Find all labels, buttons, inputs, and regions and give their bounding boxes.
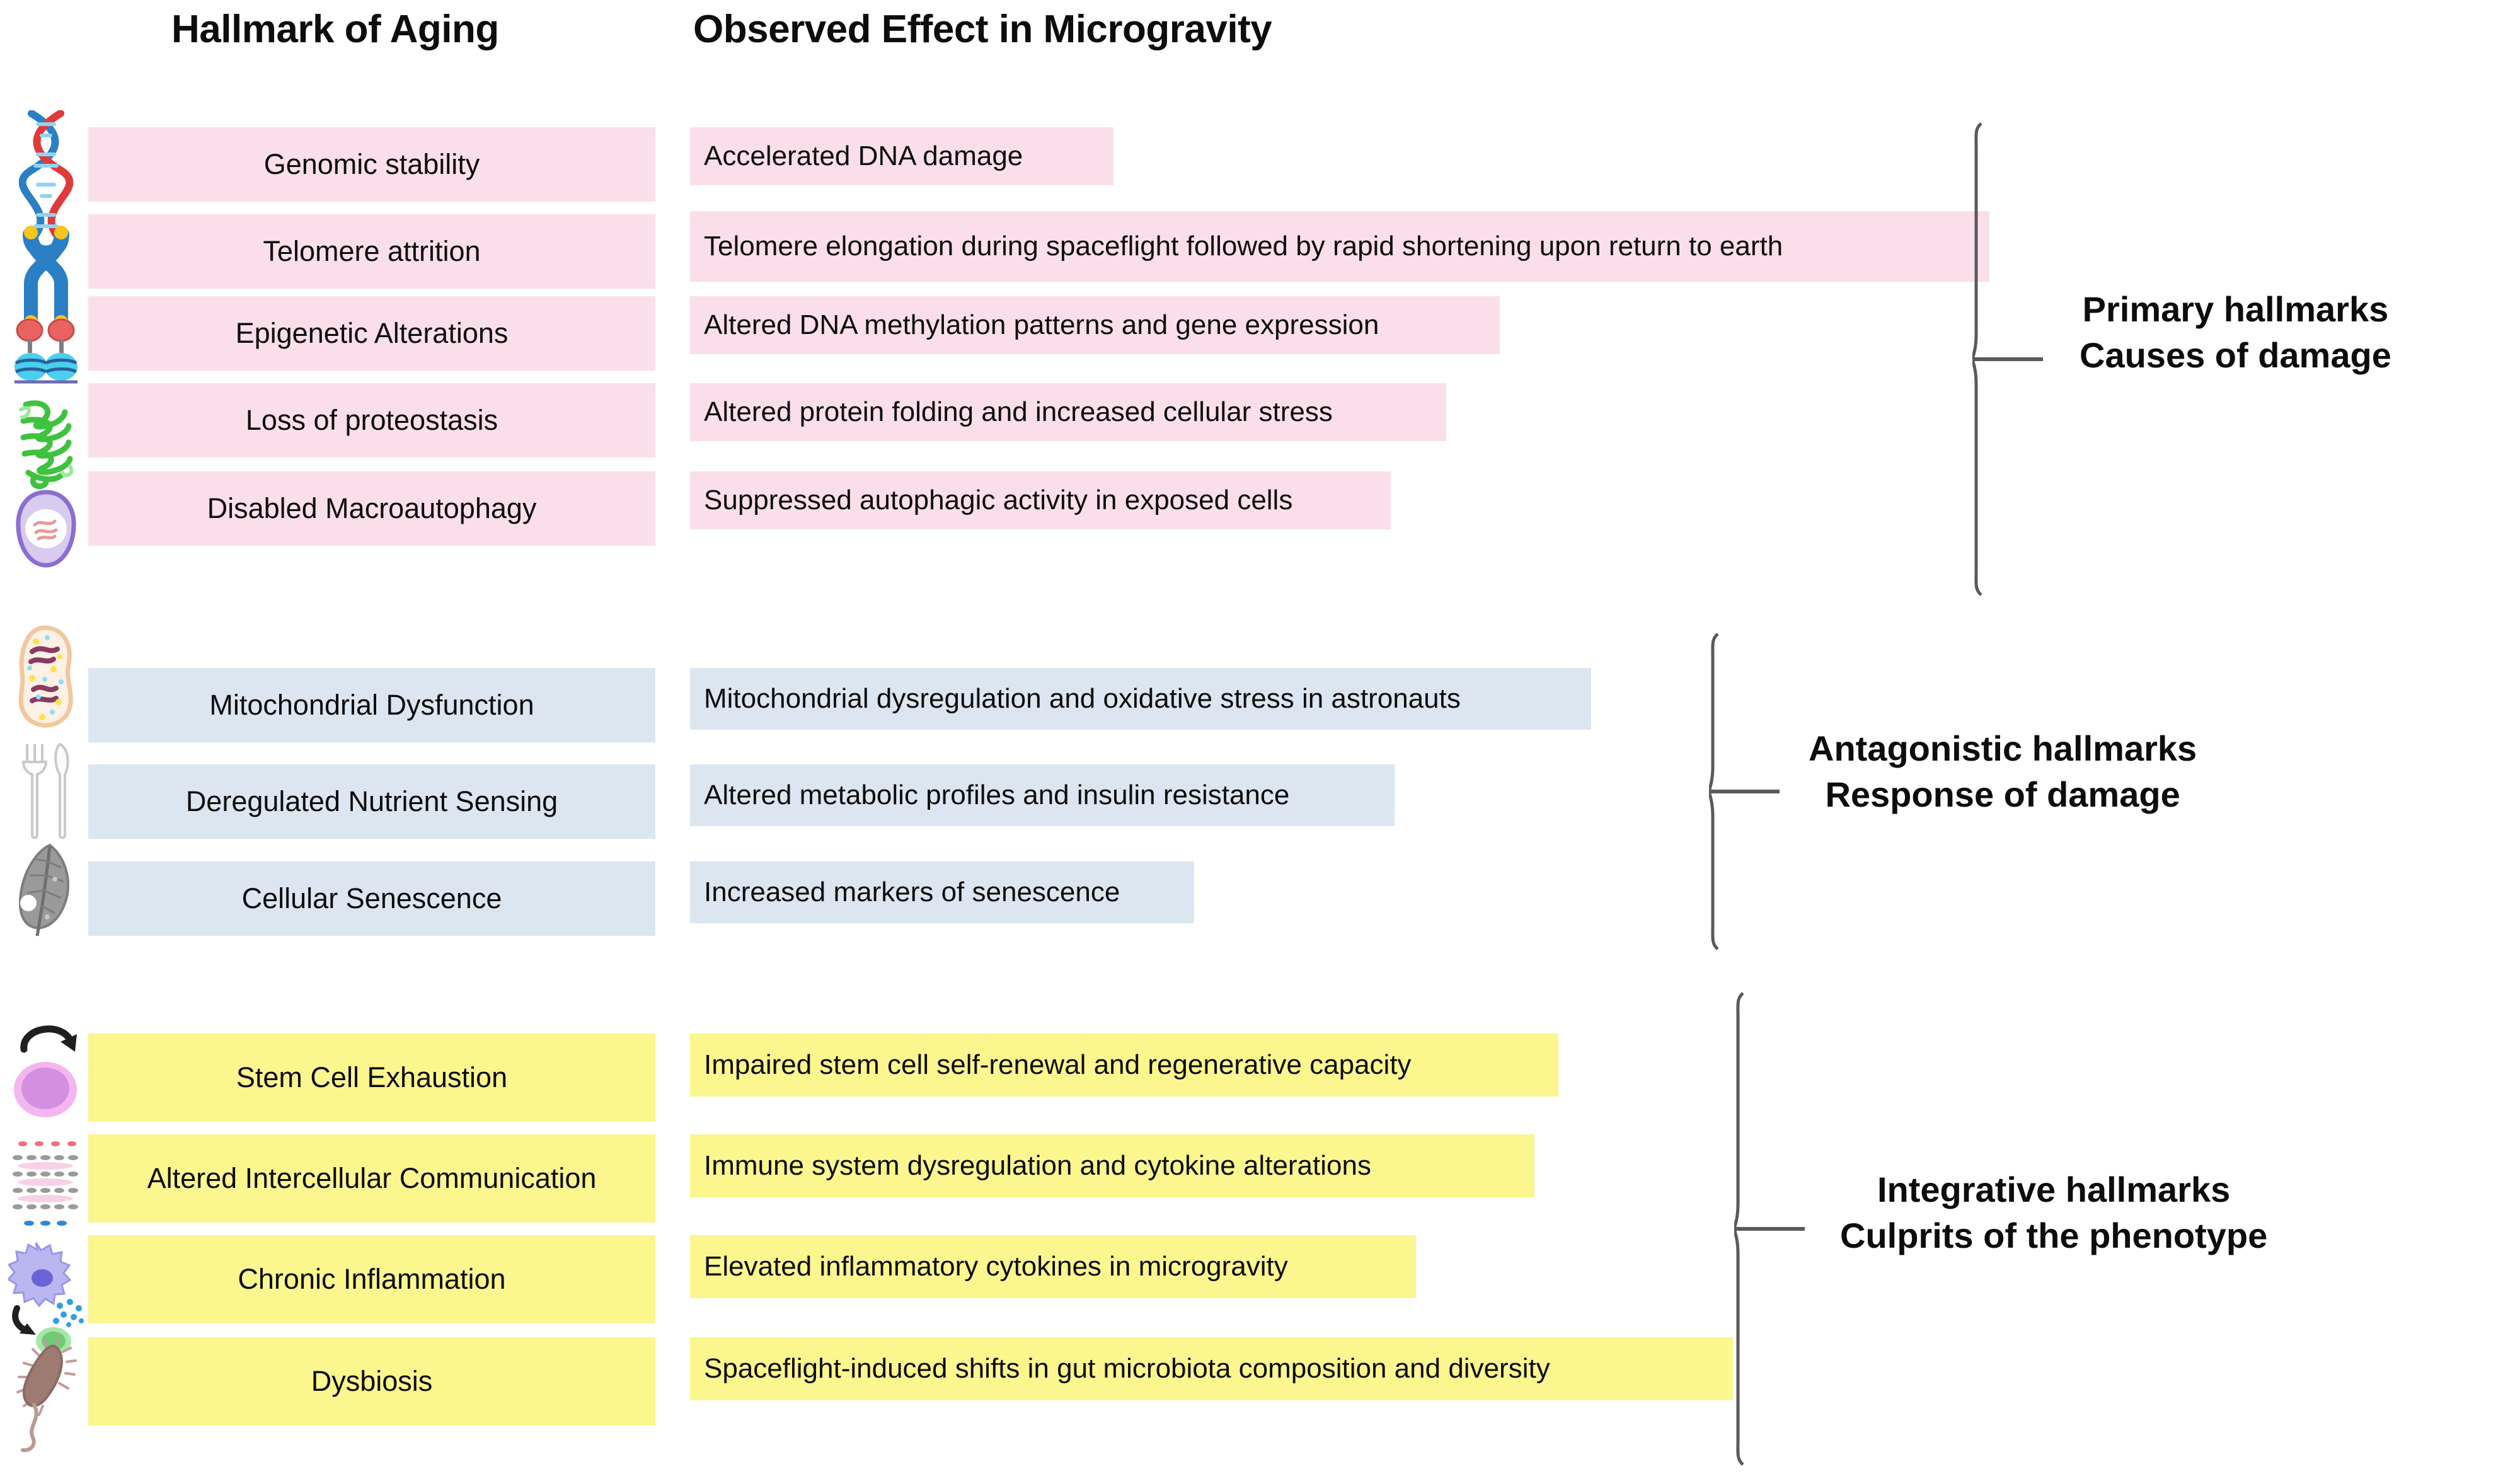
effect-label: Altered metabolic profiles and insulin r… — [690, 764, 1395, 826]
hallmark-label: Genomic stability — [88, 127, 655, 202]
group-label-primary-line2: Causes of damage — [2080, 335, 2391, 375]
hallmark-label: Disabled Macroautophagy — [88, 471, 655, 546]
effect-label: Altered DNA methylation patterns and gen… — [690, 296, 1500, 354]
group-label-antagonistic: Antagonistic hallmarks Response of damag… — [1809, 726, 2197, 818]
group-label-antagonistic-line1: Antagonistic hallmarks — [1809, 728, 2197, 768]
column-header-effect: Observed Effect in Microgravity — [693, 8, 1272, 51]
hallmark-label: Altered Intercellular Communication — [88, 1134, 655, 1223]
hallmark-label: Deregulated Nutrient Sensing — [88, 764, 655, 839]
brace-integrative — [1734, 992, 1805, 1466]
effect-label: Altered protein folding and increased ce… — [690, 383, 1446, 441]
hallmark-label: Mitochondrial Dysfunction — [88, 668, 655, 742]
chromosome-telomere-icon — [6, 221, 86, 334]
hallmark-label: Epigenetic Alterations — [88, 296, 655, 371]
effect-label: Increased markers of senescence — [690, 861, 1194, 923]
effect-label: Elevated inflammatory cytokines in micro… — [690, 1235, 1416, 1298]
effect-label: Spaceflight-induced shifts in gut microb… — [690, 1337, 1733, 1400]
withered-leaf-icon — [6, 838, 86, 945]
effect-label: Suppressed autophagic activity in expose… — [690, 471, 1391, 529]
effect-label: Mitochondrial dysregulation and oxidativ… — [690, 668, 1591, 730]
effect-label: Impaired stem cell self-renewal and rege… — [690, 1034, 1558, 1097]
hallmark-label: Chronic Inflammation — [88, 1235, 655, 1323]
group-label-integrative: Integrative hallmarks Culprits of the ph… — [1840, 1167, 2267, 1259]
nucleosome-histone-icon — [6, 302, 86, 416]
immune-cell-cytokine-icon — [6, 1232, 86, 1358]
effect-label: Accelerated DNA damage — [690, 127, 1113, 185]
effect-label: Telomere elongation during spaceflight f… — [690, 211, 1989, 282]
dna-double-helix-icon — [6, 110, 86, 243]
column-header-hallmark: Hallmark of Aging — [171, 8, 499, 51]
stem-cell-renewal-icon — [6, 1013, 86, 1133]
hallmark-label: Dysbiosis — [88, 1337, 655, 1425]
hallmark-label: Stem Cell Exhaustion — [88, 1034, 655, 1122]
group-label-antagonistic-line2: Response of damage — [1825, 774, 2180, 814]
brace-primary — [1972, 122, 2043, 596]
group-label-integrative-line1: Integrative hallmarks — [1877, 1170, 2231, 1209]
group-label-primary: Primary hallmarks Causes of damage — [2080, 287, 2391, 379]
group-label-primary-line1: Primary hallmarks — [2082, 289, 2389, 329]
cell-matrix-grid-icon — [6, 1134, 86, 1235]
fork-and-knife-icon — [6, 737, 86, 844]
folded-protein-icon — [6, 389, 86, 497]
hallmark-label: Loss of proteostasis — [88, 383, 655, 458]
group-label-integrative-line2: Culprits of the phenotype — [1840, 1215, 2268, 1255]
effect-label: Immune system dysregulation and cytokine… — [690, 1134, 1534, 1197]
hallmark-label: Cellular Senescence — [88, 861, 655, 936]
brace-antagonistic — [1709, 633, 1780, 950]
mitochondrion-icon — [6, 618, 86, 737]
hallmark-label: Telomere attrition — [88, 214, 655, 289]
autophagosome-icon — [6, 479, 86, 580]
flagellated-bacterium-icon — [6, 1336, 86, 1456]
